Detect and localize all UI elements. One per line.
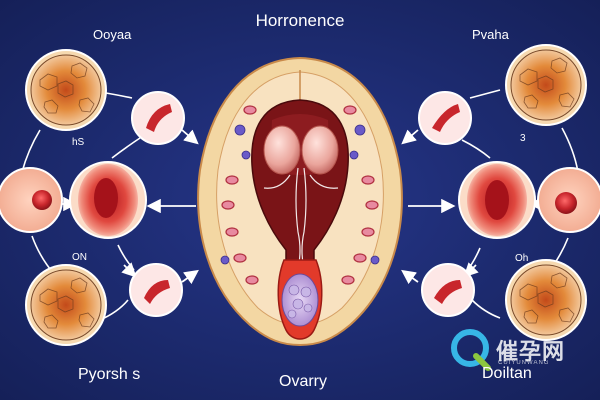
follicle-right xyxy=(458,161,536,239)
label-right-small-top: 3 xyxy=(520,133,526,144)
edge-egg-right xyxy=(537,167,600,233)
arrow-icon xyxy=(121,262,137,278)
label-right-small-bottom: Oh xyxy=(515,253,529,264)
follicle-left xyxy=(69,161,147,239)
label-top-left: Ooyaa xyxy=(93,27,132,42)
cell-cluster-top-right xyxy=(505,44,587,126)
label-left-small-top: hS xyxy=(72,137,85,148)
tube-section-left-bottom xyxy=(129,263,183,317)
edge-egg-left xyxy=(0,167,63,233)
uterus-illustration xyxy=(197,56,403,347)
diagram-title: Horronence xyxy=(255,11,345,30)
tube-section-left-top xyxy=(131,91,185,145)
watermark-subtext: CUIYUNWANG xyxy=(498,360,550,366)
arrow-icon xyxy=(181,129,199,145)
arrow-icon xyxy=(181,269,199,285)
label-top-right: Pvaha xyxy=(472,27,509,42)
label-bottom-center: Ovarry xyxy=(279,373,327,390)
cell-cluster-top-left xyxy=(25,49,107,131)
cell-cluster-bottom-left xyxy=(25,264,107,346)
tube-section-right-bottom xyxy=(421,263,475,317)
cell-cluster-bottom-right xyxy=(505,259,587,341)
label-left-small-bottom: ON xyxy=(72,252,87,263)
watermark-logo xyxy=(451,329,491,371)
label-bottom-right: Doiltan xyxy=(482,365,532,382)
watermark-text: 催孕网 xyxy=(496,339,566,364)
arrow-icon xyxy=(401,129,419,145)
arrow-icon xyxy=(401,269,419,285)
label-bottom-left: Pyorsh s xyxy=(78,366,141,383)
tube-section-right-top xyxy=(418,91,472,145)
